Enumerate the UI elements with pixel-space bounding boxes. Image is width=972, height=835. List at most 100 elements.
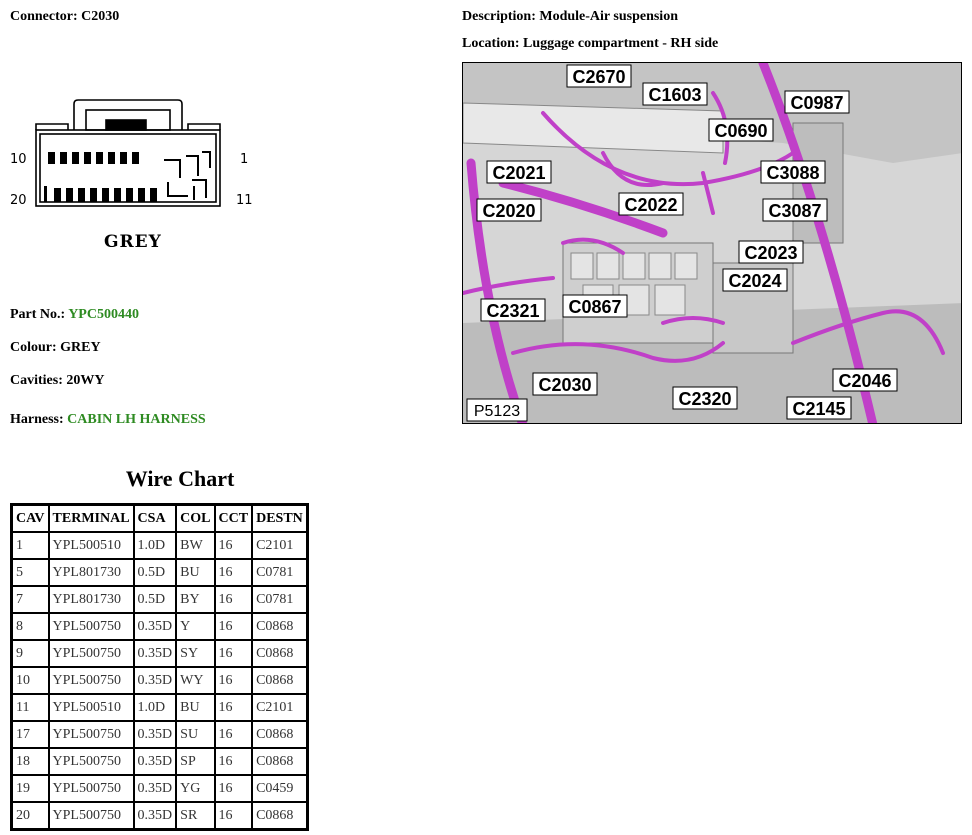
cell-col: BU — [176, 694, 215, 721]
callout-c0690: C0690 — [714, 121, 767, 141]
callout-c2020: C2020 — [482, 201, 535, 221]
header-terminal: TERMINAL — [48, 505, 134, 532]
connector-face-diagram — [35, 99, 221, 207]
header-cct: CCT — [214, 505, 253, 532]
harness-label: Harness: — [10, 412, 64, 427]
connector-colour-label: GREY — [104, 232, 162, 252]
cell-cav: 18 — [12, 748, 49, 775]
cell-csa: 0.35D — [133, 613, 177, 640]
callout-c0987: C0987 — [790, 93, 843, 113]
cell-csa: 0.35D — [133, 667, 177, 694]
cell-cav: 10 — [12, 667, 49, 694]
cell-cct: 16 — [214, 559, 253, 586]
cell-col: YG — [176, 775, 215, 802]
cell-cav: 20 — [12, 802, 49, 829]
cell-terminal: YPL801730 — [48, 586, 134, 613]
cell-cav: 17 — [12, 721, 49, 748]
callout-c3087: C3087 — [768, 201, 821, 221]
cell-destn[interactable]: C0868 — [252, 640, 307, 667]
cell-destn[interactable]: C0781 — [252, 559, 307, 586]
cell-destn[interactable]: C2101 — [252, 532, 307, 559]
cell-destn[interactable]: C2101 — [252, 694, 307, 721]
harness-value[interactable]: CABIN LH HARNESS — [67, 412, 206, 427]
cell-col: SR — [176, 802, 215, 829]
cell-cct: 16 — [214, 586, 253, 613]
callout-c2030: C2030 — [538, 375, 591, 395]
callout-c2024: C2024 — [728, 271, 781, 291]
cell-cct: 16 — [214, 775, 253, 802]
location-illustration: C2670 C1603 C0987 C0690 C3088 C2021 C308… — [463, 63, 961, 423]
cell-cct: 16 — [214, 694, 253, 721]
cell-csa: 0.5D — [133, 586, 177, 613]
cell-cav: 9 — [12, 640, 49, 667]
pin-label-20: 20 — [10, 193, 27, 208]
cell-cav: 1 — [12, 532, 49, 559]
cell-terminal: YPL500750 — [48, 721, 134, 748]
cell-destn[interactable]: C0868 — [252, 721, 307, 748]
callout-c2145: C2145 — [792, 399, 845, 419]
cell-col: SY — [176, 640, 215, 667]
callout-c2321: C2321 — [486, 301, 539, 321]
cell-csa: 0.35D — [133, 802, 177, 829]
cell-cct: 16 — [214, 613, 253, 640]
cell-cav: 5 — [12, 559, 49, 586]
cell-destn[interactable]: C0868 — [252, 802, 307, 829]
cell-destn[interactable]: C0868 — [252, 667, 307, 694]
cell-destn[interactable]: C0781 — [252, 586, 307, 613]
cell-cav: 7 — [12, 586, 49, 613]
cell-csa: 0.35D — [133, 721, 177, 748]
callout-c0867: C0867 — [568, 297, 621, 317]
callout-c2023: C2023 — [744, 243, 797, 263]
cell-cct: 16 — [214, 532, 253, 559]
cell-col: BW — [176, 532, 215, 559]
part-number: Part No.: YPC500440 — [10, 307, 139, 323]
cell-destn[interactable]: C0868 — [252, 748, 307, 775]
pin-label-11: 11 — [236, 193, 253, 208]
cell-terminal: YPL500750 — [48, 613, 134, 640]
header-csa: CSA — [133, 505, 177, 532]
callout-c2046: C2046 — [838, 371, 891, 391]
pin-label-1: 1 — [240, 152, 249, 167]
cell-destn[interactable]: C0868 — [252, 613, 307, 640]
cell-csa: 0.35D — [133, 640, 177, 667]
cell-destn[interactable]: C0459 — [252, 775, 307, 802]
location-label: Location: Luggage compartment - RH side — [462, 36, 719, 51]
cell-col: Y — [176, 613, 215, 640]
part-number-value[interactable]: YPC500440 — [68, 307, 139, 322]
cell-col: SU — [176, 721, 215, 748]
cell-cav: 11 — [12, 694, 49, 721]
cell-cav: 8 — [12, 613, 49, 640]
header-col: COL — [176, 505, 215, 532]
cell-csa: 1.0D — [133, 694, 177, 721]
colour-info: Colour: GREY — [10, 340, 101, 355]
location-photo: C2670 C1603 C0987 C0690 C3088 C2021 C308… — [462, 62, 962, 424]
cell-cct: 16 — [214, 640, 253, 667]
cell-terminal: YPL500750 — [48, 667, 134, 694]
cell-cct: 16 — [214, 748, 253, 775]
cell-cav: 19 — [12, 775, 49, 802]
pin-label-10: 10 — [10, 152, 27, 167]
callout-c2320: C2320 — [678, 389, 731, 409]
cell-terminal: YPL500750 — [48, 748, 134, 775]
cell-csa: 0.35D — [133, 775, 177, 802]
header-destn: DESTN — [252, 505, 307, 532]
cell-terminal: YPL500750 — [48, 640, 134, 667]
cell-col: WY — [176, 667, 215, 694]
cell-csa: 0.5D — [133, 559, 177, 586]
cell-cct: 16 — [214, 667, 253, 694]
cell-csa: 0.35D — [133, 748, 177, 775]
wire-chart-header-row: CAV TERMINAL CSA COL CCT DESTN — [12, 505, 307, 532]
cell-terminal: YPL500750 — [48, 802, 134, 829]
photo-ref-label: P5123 — [474, 403, 520, 420]
header-cav: CAV — [12, 505, 49, 532]
